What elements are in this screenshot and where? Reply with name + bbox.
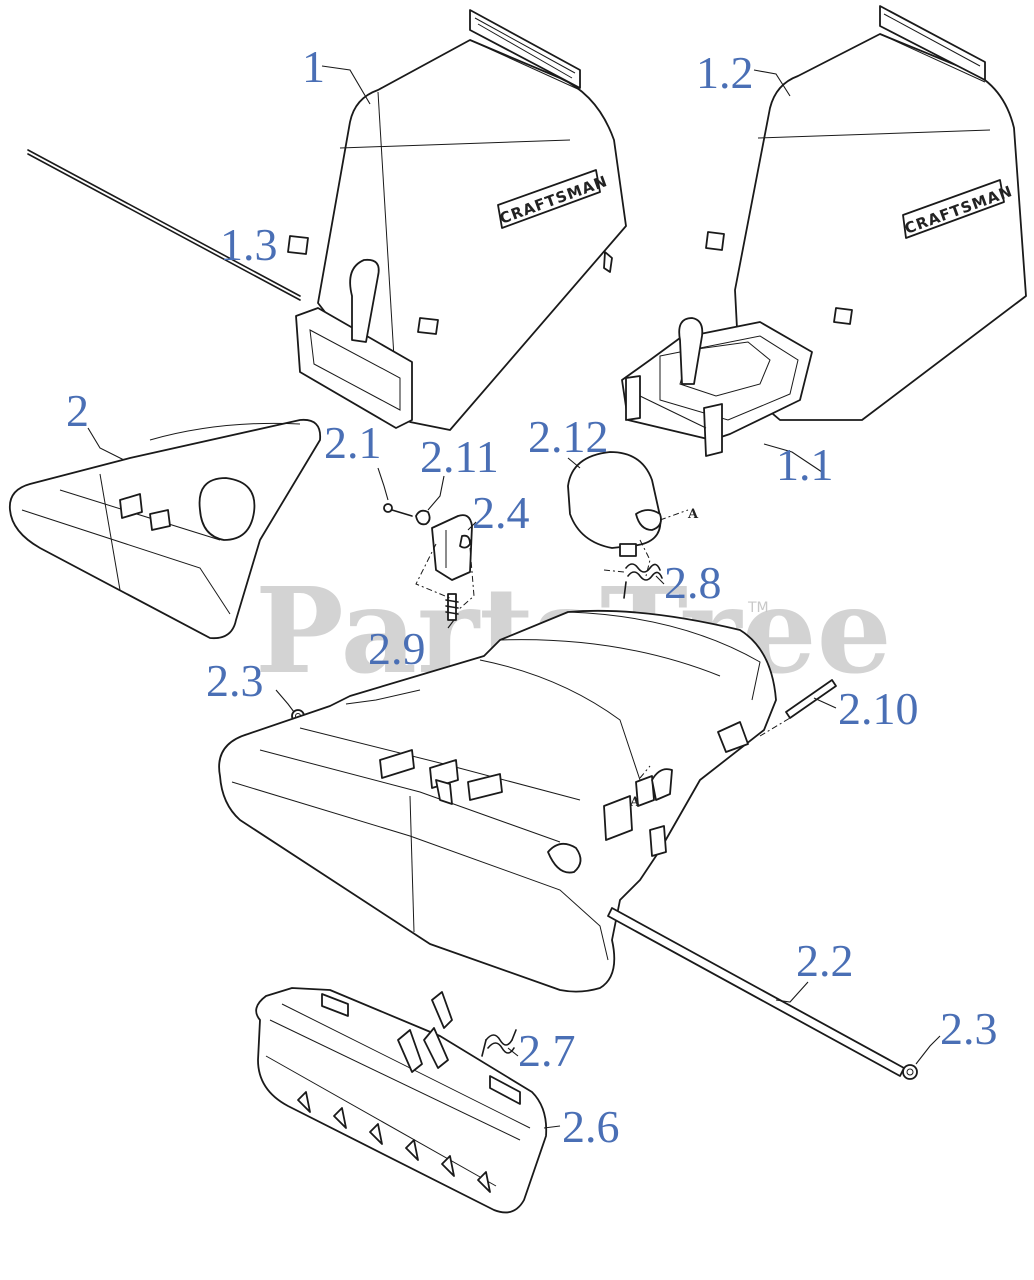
part-2-3-nut-right [902,1064,918,1080]
callout-2: 2 [66,385,89,436]
main-chute: A [218,609,791,993]
part-2-2-rod [607,907,905,1077]
callout-2-3-left: 2.3 [206,655,264,706]
watermark-tm: TM [747,600,769,616]
latch-assembly [383,503,475,621]
callout-2-2: 2.2 [796,935,854,986]
part-2-10-rod [785,679,837,719]
callout-2-3-right: 2.3 [940,1003,998,1054]
callout-2-1: 2.1 [324,417,382,468]
part-1-housing: CRAFTSMAN [287,9,627,431]
leader-lines [87,65,941,1129]
callout-1: 1 [302,41,325,92]
ref-mark-a-main: A [629,795,641,810]
part-2-12-flap: A [567,451,699,577]
part-2-chute [8,418,322,640]
ref-mark-a-top: A [687,507,699,522]
part-1-2-housing: CRAFTSMAN [705,5,1027,421]
callout-2-10: 2.10 [838,683,919,734]
callout-2-11: 2.11 [420,431,499,482]
callout-1-2: 1.2 [696,47,754,98]
callout-2-12: 2.12 [528,411,609,462]
callout-2-7: 2.7 [518,1025,576,1076]
callout-1-1: 1.1 [776,439,834,490]
part-1-3-rod [27,149,301,301]
callout-2-6: 2.6 [562,1101,620,1152]
callout-2-8: 2.8 [664,557,722,608]
part-1-1-adapter [621,317,813,457]
callout-1-3: 1.3 [220,219,278,270]
part-2-6-door [255,987,548,1214]
callout-2-4: 2.4 [472,487,530,538]
part-2-7-spring [481,1029,517,1057]
part-2-8-spring [603,563,663,599]
callouts: 1 1.2 1.3 1.1 2 2.1 2.11 2.12 2.4 2.8 2.… [66,41,998,1152]
callout-2-9: 2.9 [368,623,426,674]
